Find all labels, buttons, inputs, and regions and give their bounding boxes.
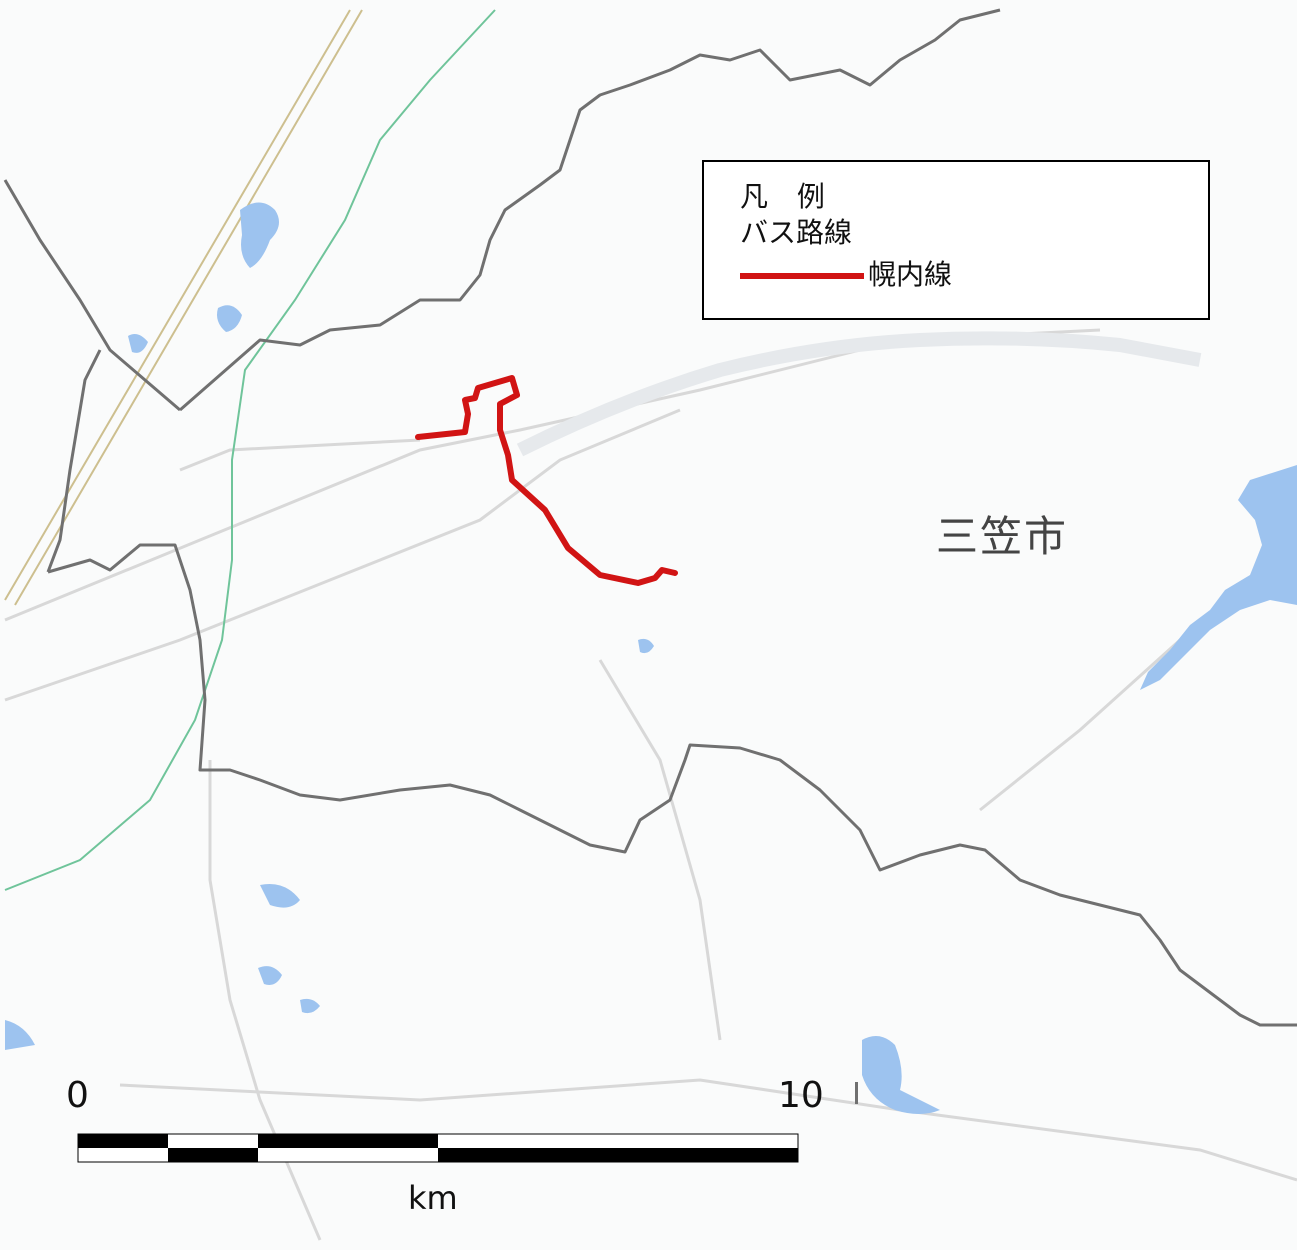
reservoir-south [862, 1036, 940, 1114]
boundary-west-loop [3, 179, 181, 412]
legend-box: 凡 例 バス路線 幌内線 [702, 160, 1210, 320]
road-secondary [4, 408, 681, 702]
railway-track-b [14, 9, 363, 606]
legend-route-swatch [740, 273, 864, 279]
road-north [179, 438, 421, 472]
pond-south-b [258, 966, 282, 985]
road-ridge [979, 638, 1182, 812]
scale-segment-2 [168, 1148, 258, 1162]
pond-mid [638, 638, 654, 654]
road-south-east [119, 1078, 1297, 1182]
administrative-boundaries [3, 8, 1297, 1027]
road-valley [598, 659, 722, 1041]
scale-segment-3 [258, 1134, 438, 1148]
legend-title: 凡 例 [740, 180, 835, 213]
railway-track-a [4, 9, 351, 601]
pond-west [5, 1020, 35, 1050]
bus-route-horonai-line [415, 375, 678, 586]
pond-small-b [128, 334, 148, 353]
pond-small-a [217, 305, 242, 332]
pond-south-a [260, 884, 300, 908]
scale-start-label: 0 [66, 1075, 89, 1116]
pond-south-c [300, 998, 320, 1014]
river-valley [516, 331, 1202, 457]
boundary-west-spur [46, 349, 102, 573]
legend-route-label: 幌内線 [868, 258, 953, 291]
small-marker [855, 1082, 858, 1104]
boundary-north [179, 8, 1001, 412]
scale-segment-4 [438, 1148, 798, 1162]
water-bodies [5, 202, 1297, 1114]
scale-unit-label: km [408, 1179, 458, 1217]
railway [4, 9, 363, 606]
expressway-line [4, 9, 496, 891]
boundary-central [47, 543, 1297, 1027]
pond-north [240, 202, 279, 268]
legend-subtitle: バス路線 [740, 216, 853, 249]
reservoir-east [1140, 465, 1297, 690]
scale-bar [77, 1133, 799, 1163]
scale-segment-1 [78, 1134, 168, 1148]
scale-end-label: 10 [778, 1075, 824, 1116]
city-label: 三笠市 [936, 512, 1069, 561]
